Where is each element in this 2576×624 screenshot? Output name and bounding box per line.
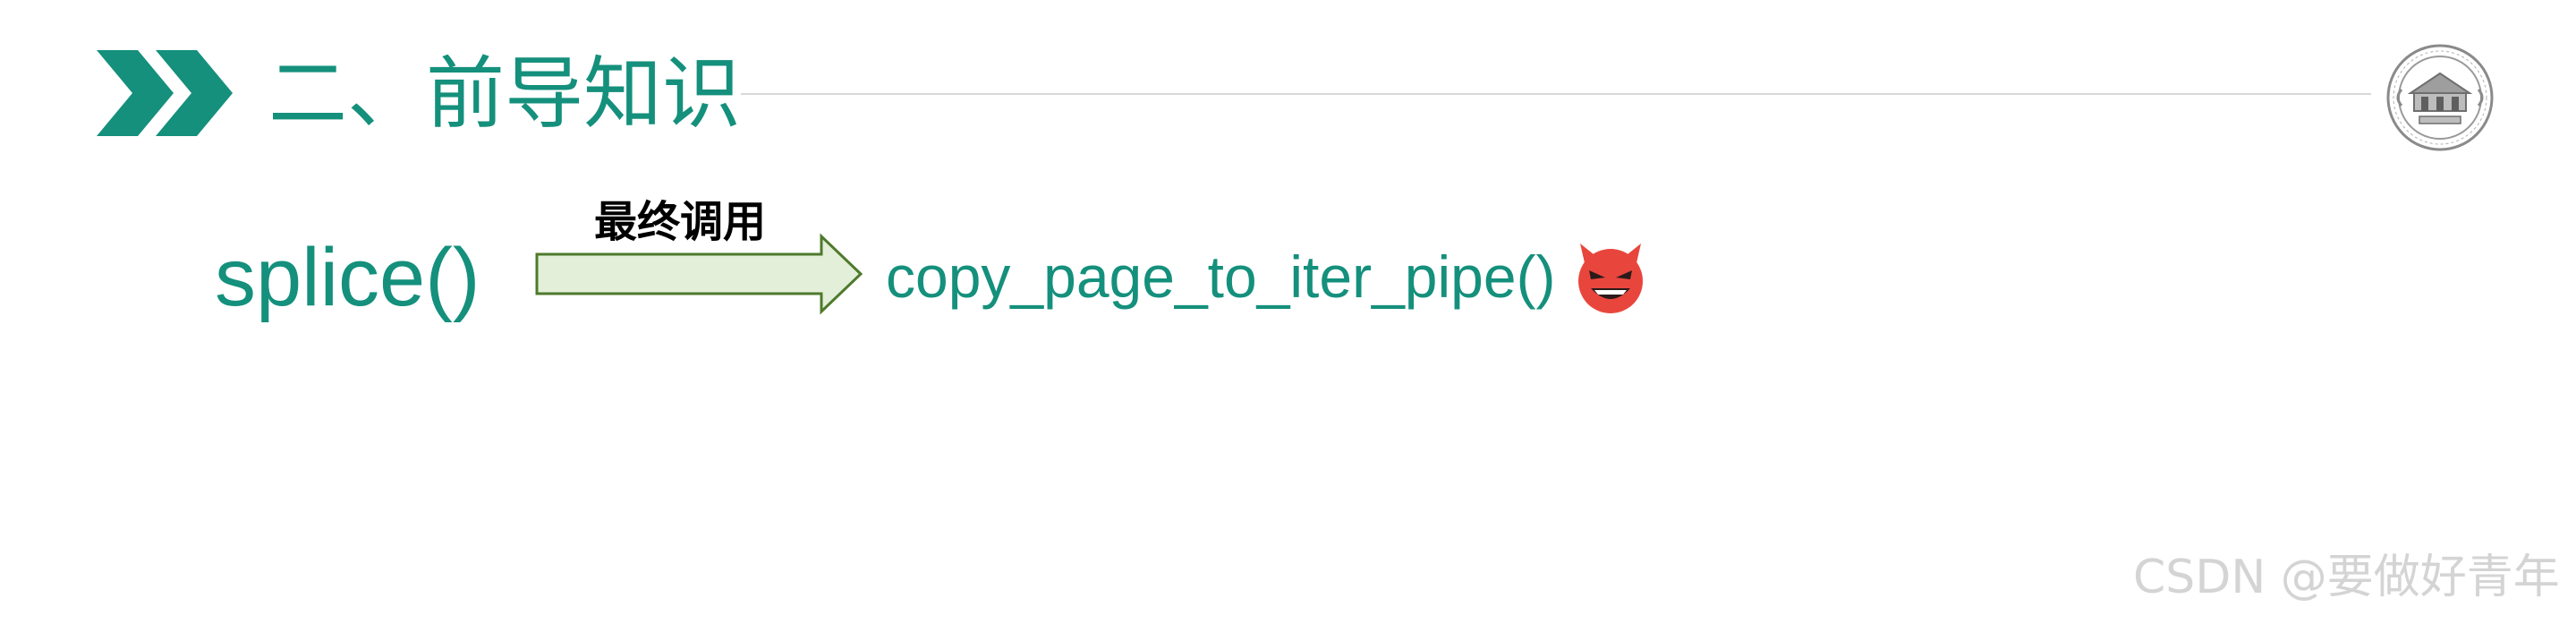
smiling-devil-icon <box>1578 244 1643 313</box>
slide-title: 二、前导知识 <box>268 47 742 140</box>
university-seal-logo <box>2386 44 2494 151</box>
arrow-label: 最终调用 <box>594 197 767 247</box>
double-chevron-right-icon <box>97 50 233 136</box>
target-function: copy_page_to_iter_pipe() <box>886 244 1556 310</box>
csdn-watermark: CSDN @要做好青年 <box>2133 551 2560 604</box>
right-arrow-icon <box>535 233 863 315</box>
source-function: splice() <box>215 232 480 323</box>
title-divider <box>741 93 2371 95</box>
